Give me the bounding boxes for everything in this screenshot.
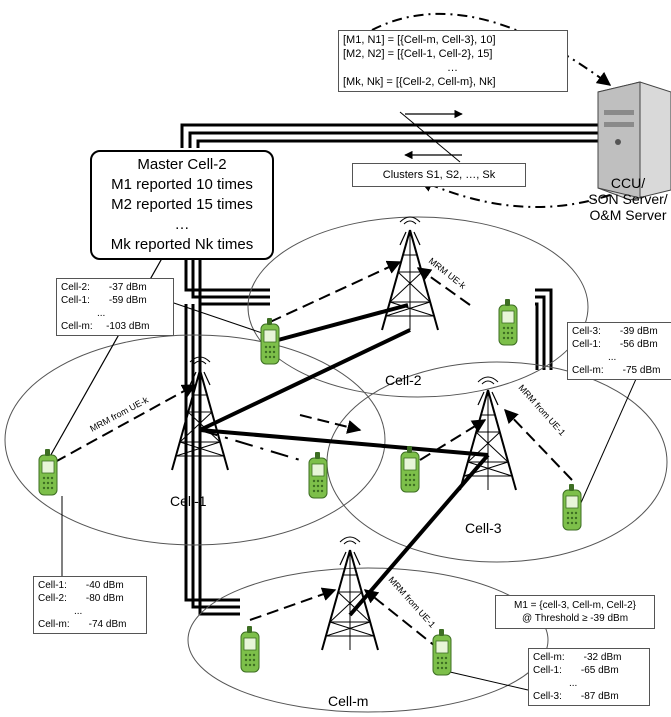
report-cell: ...	[97, 308, 106, 319]
mobile-phone-icon	[308, 451, 328, 499]
measurement-report-cell1: Cell-1: -40 dBm Cell-2: -80 dBm ... Cell…	[33, 576, 147, 634]
report-cell: Cell-m:	[38, 619, 70, 630]
mrm-label-cell3: MRM from UE-1	[517, 383, 568, 438]
clusters-box: Clusters S1, S2, …, Sk	[352, 163, 526, 187]
report-value: -59 dBm	[108, 295, 147, 306]
report-cell: Cell-m:	[572, 365, 604, 376]
report-value: -74 dBm	[88, 619, 127, 630]
measurement-report-cellm: Cell-m: -32 dBm Cell-1: -65 dBm ... Cell…	[528, 648, 650, 706]
mobile-phone-icon	[498, 298, 518, 346]
mrm-arrows	[54, 260, 573, 651]
m1-line: M1 = {cell-3, Cell-m, Cell-2}	[514, 600, 636, 611]
report-value: -80 dBm	[85, 593, 124, 604]
report-value: -32 dBm	[583, 652, 622, 663]
ccu-line: CCU/	[610, 175, 646, 191]
report-value: -75 dBm	[622, 365, 661, 376]
cell-2-ellipse	[247, 216, 589, 398]
report-cell: Cell-3:	[533, 691, 562, 702]
master-line: M2 reported 15 times	[111, 196, 253, 213]
mobile-phone-icon	[38, 448, 58, 496]
mrm-label-cellm: MRM from UE-1	[387, 575, 438, 630]
m1-line: @ Threshold ≥ -39 dBm	[521, 613, 629, 624]
ccu-arc-top	[371, 12, 612, 86]
report-cell: Cell-2:	[61, 282, 90, 293]
mobile-phone-icon	[562, 483, 582, 531]
measurement-report-cell2: Cell-2: -37 dBm Cell-1: -59 dBm ... Cell…	[56, 278, 174, 336]
ccu-label: CCU/ SON Server/ O&M Server	[583, 175, 671, 223]
report-cell: ...	[74, 606, 83, 617]
mobile-phone-icon	[260, 317, 280, 365]
cell-1-ellipse	[4, 334, 386, 546]
ccu-line: SON Server/	[588, 191, 668, 207]
cell-2-label: Cell-2	[385, 372, 422, 388]
mobile-phone-icon	[432, 628, 452, 676]
cluster-info-box: [M1, N1] = [{Cell-m, Cell-3}, 10] [M2, N…	[338, 30, 568, 92]
report-cell: ...	[569, 678, 578, 689]
master-line: M1 reported 10 times	[111, 176, 253, 193]
report-link-cellm	[449, 671, 529, 691]
report-cell: Cell-2:	[38, 593, 67, 604]
cell-tower-icon	[171, 356, 229, 471]
measurement-report-cell3: Cell-3: -39 dBm Cell-1: -56 dBm ... Cell…	[567, 322, 671, 380]
report-value: -40 dBm	[85, 580, 124, 591]
master-line: Master Cell-2	[137, 156, 227, 173]
report-cell: Cell-3:	[572, 326, 601, 337]
cell-3-label: Cell-3	[465, 520, 502, 536]
master-line: …	[174, 216, 190, 233]
report-value: -87 dBm	[580, 691, 619, 702]
cell-1-label: Cell-1	[170, 493, 207, 509]
info-line: [Mk, Nk] = [{Cell-2, Cell-m}, Nk]	[343, 76, 496, 88]
cell-tower-icon	[381, 216, 439, 331]
cell-m-ellipse	[187, 567, 549, 713]
report-link-cell2	[164, 299, 269, 336]
report-cell: Cell-1:	[572, 339, 601, 350]
cell-tower-icon	[459, 376, 517, 491]
report-link-cell3	[579, 369, 641, 506]
report-cell: ...	[608, 352, 617, 363]
report-cell: Cell-m:	[533, 652, 565, 663]
report-value: -39 dBm	[619, 326, 658, 337]
master-cell-box: Master Cell-2 M1 reported 10 times M2 re…	[90, 150, 274, 260]
report-cell: Cell-m:	[61, 321, 93, 332]
ccu-line: O&M Server	[589, 207, 667, 223]
info-line: [M1, N1] = [{Cell-m, Cell-3}, 10]	[343, 34, 496, 46]
report-cell: Cell-1:	[61, 295, 90, 306]
master-line: Mk reported Nk times	[110, 236, 254, 253]
report-cell: Cell-1:	[533, 665, 562, 676]
mobile-phone-icon	[400, 445, 420, 493]
report-value: -65 dBm	[580, 665, 619, 676]
info-line: [M2, N2] = [{Cell-1, Cell-2}, 15]	[343, 48, 493, 60]
mrm-label-cell2: MRM UE-k	[427, 256, 468, 291]
arrow-connector	[399, 111, 461, 163]
report-value: -103 dBm	[106, 321, 150, 332]
mobile-phone-icon	[240, 625, 260, 673]
cell-m-label: Cell-m	[328, 693, 369, 709]
report-value: -37 dBm	[108, 282, 147, 293]
m1-threshold-box: M1 = {cell-3, Cell-m, Cell-2} @ Threshol…	[495, 595, 655, 629]
ccu-arc-bottom	[418, 178, 611, 208]
server-icon	[597, 81, 671, 201]
report-value: -56 dBm	[619, 339, 658, 350]
report-cell: Cell-1:	[38, 580, 67, 591]
info-line: …	[447, 62, 458, 74]
